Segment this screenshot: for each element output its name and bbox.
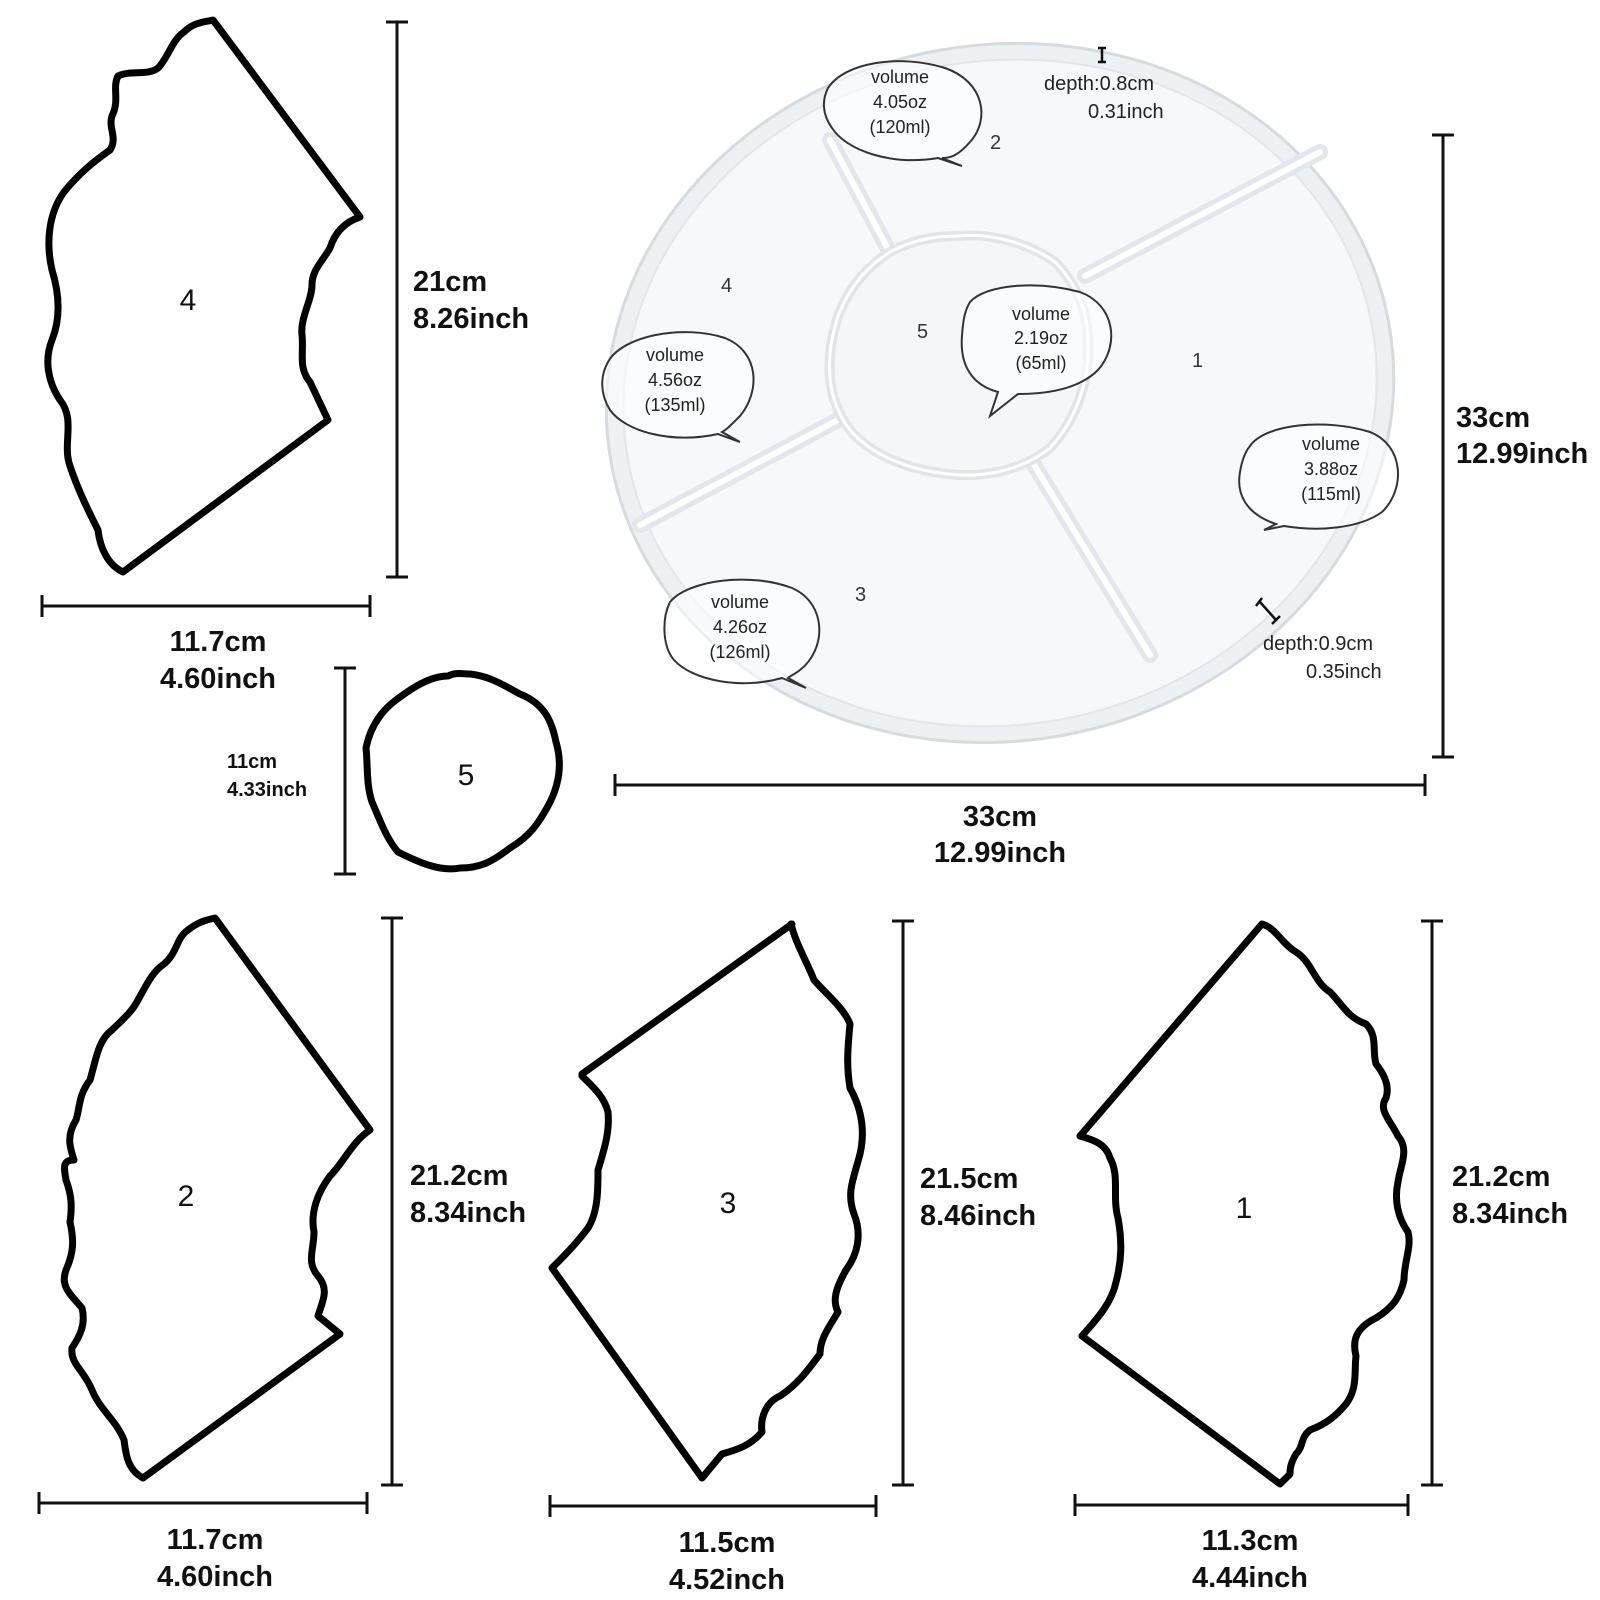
tray-height-dimension: 33cm 12.99inch <box>1432 133 1588 759</box>
piece-2: 2 <box>60 914 374 1482</box>
piece-2-height-inch: 8.34inch <box>410 1197 526 1229</box>
piece-3-outline <box>548 920 866 1482</box>
bubble-volume-oz: 2.19oz <box>1014 328 1068 348</box>
piece-4-width-cm: 11.7cm <box>170 626 267 658</box>
piece-2-number: 2 <box>178 1180 195 1213</box>
piece-3-width-inch: 4.52inch <box>669 1564 785 1596</box>
piece-3-height-inch: 8.46inch <box>920 1200 1036 1232</box>
piece-3-height-cm: 21.5cm <box>920 1163 1018 1195</box>
bubble-label: volume <box>711 592 769 612</box>
piece-1-height-cm: 21.2cm <box>1452 1161 1550 1193</box>
piece-4: 4 <box>44 16 364 576</box>
depth-inch: 0.35inch <box>1306 661 1382 683</box>
bubble-volume-ml: (120ml) <box>869 117 930 137</box>
piece-5-diameter-inch: 4.33inch <box>227 779 307 801</box>
bubble-volume-ml: (115ml) <box>1301 484 1361 504</box>
piece-4-width-dimension: 11.7cm 4.60inch <box>40 595 372 695</box>
piece-1-outline <box>1076 920 1413 1488</box>
depth-inch: 0.31inch <box>1088 101 1164 123</box>
tray-width-dimension: 33cm 12.99inch <box>613 774 1427 869</box>
piece-1-height-dimension: 21.2cm 8.34inch <box>1421 919 1568 1487</box>
piece-5-diameter-dimension: 11cm 4.33inch <box>227 666 356 876</box>
tray-section-label: 4 <box>721 275 732 297</box>
volume-bubble: volume 3.88oz (115ml) <box>1238 423 1399 531</box>
bubble-label: volume <box>646 345 704 365</box>
bubble-volume-ml: (135ml) <box>644 395 705 415</box>
tray-section-label: 1 <box>1192 350 1203 372</box>
bubble-volume-ml: (126ml) <box>709 642 770 662</box>
tray-section-label: 3 <box>855 584 866 606</box>
piece-1-number: 1 <box>1236 1192 1253 1225</box>
volume-bubble: volume 4.05oz (120ml) <box>822 60 983 167</box>
bubble-label: volume <box>1302 434 1360 454</box>
tray-height-inch: 12.99inch <box>1456 438 1588 470</box>
bubble-volume-oz: 4.56oz <box>648 370 702 390</box>
bubble-volume-oz: 4.26oz <box>713 617 767 637</box>
piece-4-height-cm: 21cm <box>413 266 487 298</box>
depth-label: depth:0.9cm <box>1263 633 1373 655</box>
piece-2-height-cm: 21.2cm <box>410 1160 508 1192</box>
piece-2-height-dimension: 21.2cm 8.34inch <box>381 916 526 1487</box>
piece-5-number: 5 <box>458 759 475 792</box>
piece-4-height-dimension: 21cm 8.26inch <box>386 20 529 579</box>
piece-4-height-inch: 8.26inch <box>413 303 529 335</box>
depth-marker: depth:0.8cm 0.31inch <box>1044 46 1164 123</box>
volume-bubble: volume 2.19oz (65ml) <box>960 284 1113 419</box>
volume-bubble: volume 4.56oz (135ml) <box>601 331 755 443</box>
piece-5: 5 <box>362 670 563 873</box>
volume-bubble: volume 4.26oz (126ml) <box>663 578 821 689</box>
piece-3: 3 <box>548 920 866 1482</box>
tray-section-label: 2 <box>990 132 1001 154</box>
piece-5-diameter-cm: 11cm <box>227 751 277 773</box>
piece-1-width-dimension: 11.3cm 4.44inch <box>1073 1494 1410 1594</box>
piece-3-width-dimension: 11.5cm 4.52inch <box>548 1495 878 1596</box>
bubble-volume-ml: (65ml) <box>1015 353 1066 373</box>
depth-marker: depth:0.9cm 0.35inch <box>1255 597 1382 683</box>
tray-mold-illustration: 1 2 3 4 5 volume 4.05oz (120ml) volume 2… <box>601 41 1399 745</box>
piece-3-height-dimension: 21.5cm 8.46inch <box>892 919 1036 1487</box>
piece-4-number: 4 <box>180 284 197 317</box>
tray-height-cm: 33cm <box>1456 402 1530 434</box>
piece-1-height-inch: 8.34inch <box>1452 1198 1568 1230</box>
bubble-volume-oz: 3.88oz <box>1304 459 1358 479</box>
tray-width-cm: 33cm <box>963 801 1037 833</box>
piece-5-outline <box>362 670 563 873</box>
tray-width-inch: 12.99inch <box>934 837 1066 869</box>
piece-2-width-inch: 4.60inch <box>157 1561 273 1593</box>
depth-label: depth:0.8cm <box>1044 73 1154 95</box>
piece-4-outline <box>44 16 364 576</box>
bubble-label: volume <box>1012 304 1070 324</box>
piece-1-width-cm: 11.3cm <box>1202 1525 1299 1557</box>
piece-4-width-inch: 4.60inch <box>160 663 276 695</box>
piece-2-outline <box>60 914 374 1482</box>
piece-3-number: 3 <box>720 1187 737 1220</box>
piece-1: 1 <box>1076 920 1413 1488</box>
tray-section-label: 5 <box>917 321 928 343</box>
piece-1-width-inch: 4.44inch <box>1192 1562 1308 1594</box>
bubble-volume-oz: 4.05oz <box>873 92 927 112</box>
piece-2-width-cm: 11.7cm <box>167 1524 264 1556</box>
piece-3-width-cm: 11.5cm <box>679 1527 776 1559</box>
bubble-label: volume <box>871 67 929 87</box>
piece-2-width-dimension: 11.7cm 4.60inch <box>37 1492 369 1593</box>
